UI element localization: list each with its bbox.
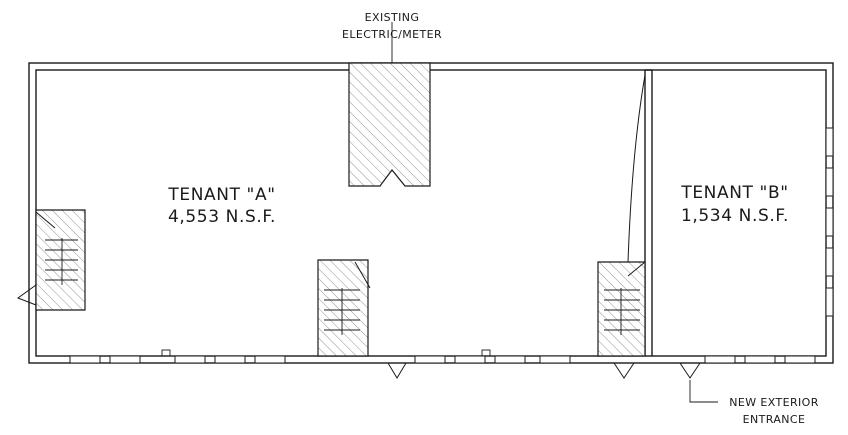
entrance-label-2: ENTRANCE [743, 413, 806, 426]
new-exterior-entrance-door [679, 362, 701, 379]
electric-meter-room [348, 22, 431, 187]
electric-meter-label-1: EXISTING [365, 11, 420, 24]
tenant-b-area: 1,534 N.S.F. [681, 206, 789, 226]
bottom-windows [69, 355, 816, 364]
wall-marks [161, 349, 491, 357]
tenant-a-area: 4,553 N.S.F. [168, 207, 276, 227]
entrance-label-1: NEW EXTERIOR [729, 396, 819, 409]
tenant-a-name: TENANT "A" [167, 185, 275, 205]
stair-center [317, 259, 371, 357]
right-windows [825, 127, 834, 317]
electric-meter-label-2: ELECTRIC/METER [342, 28, 442, 41]
entrance-doors [387, 362, 701, 379]
stair-left [16, 209, 86, 311]
tenant-b-name: TENANT "B" [680, 183, 788, 203]
stair-right [597, 261, 646, 357]
demising-door-swing [627, 74, 646, 263]
entrance-leader [689, 380, 718, 403]
demising-wall [644, 69, 653, 356]
